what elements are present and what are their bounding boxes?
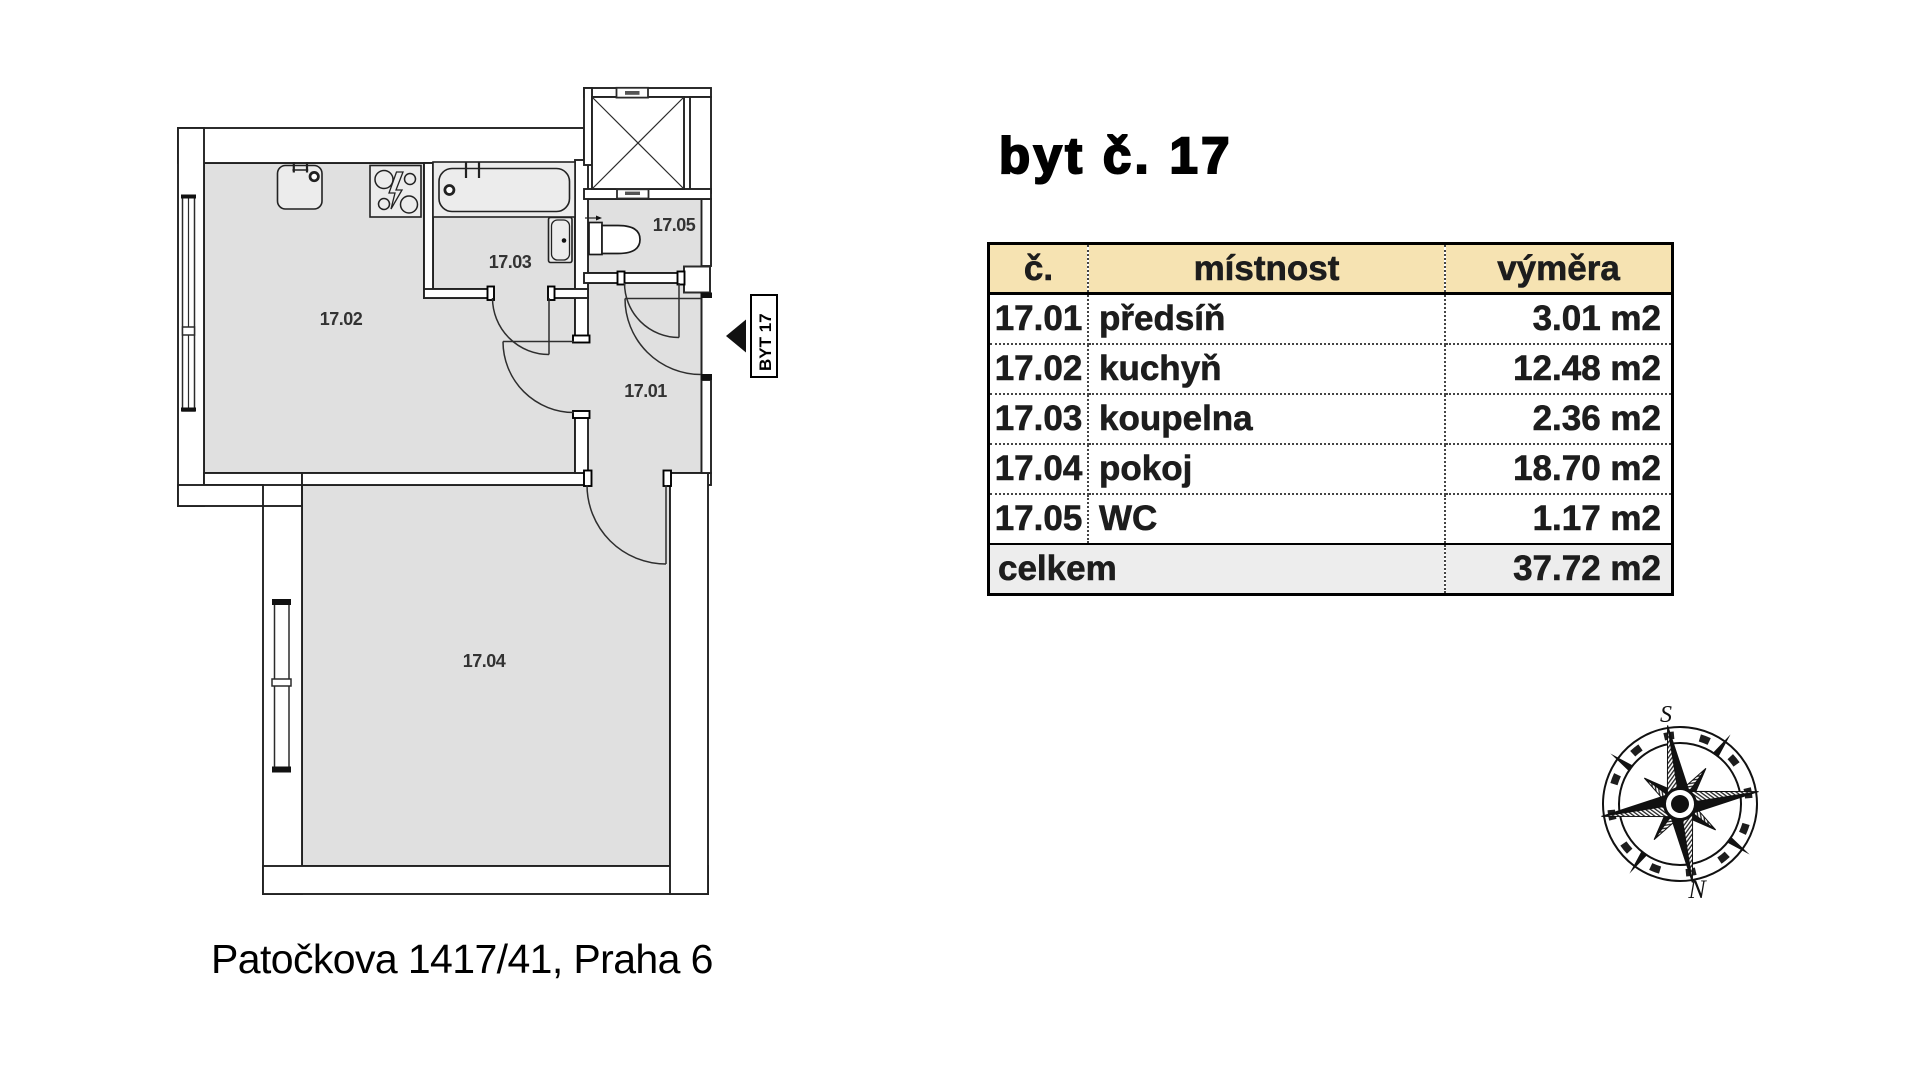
svg-text:17.05: 17.05 bbox=[653, 215, 696, 235]
svg-text:17.01: 17.01 bbox=[624, 381, 667, 401]
svg-text:17.02: 17.02 bbox=[320, 309, 363, 329]
svg-text:N: N bbox=[1687, 875, 1707, 904]
svg-text:S: S bbox=[1660, 702, 1672, 728]
svg-text:17.03: 17.03 bbox=[489, 252, 532, 272]
svg-text:17.04: 17.04 bbox=[463, 651, 506, 671]
svg-text:BYT 17: BYT 17 bbox=[756, 313, 775, 371]
